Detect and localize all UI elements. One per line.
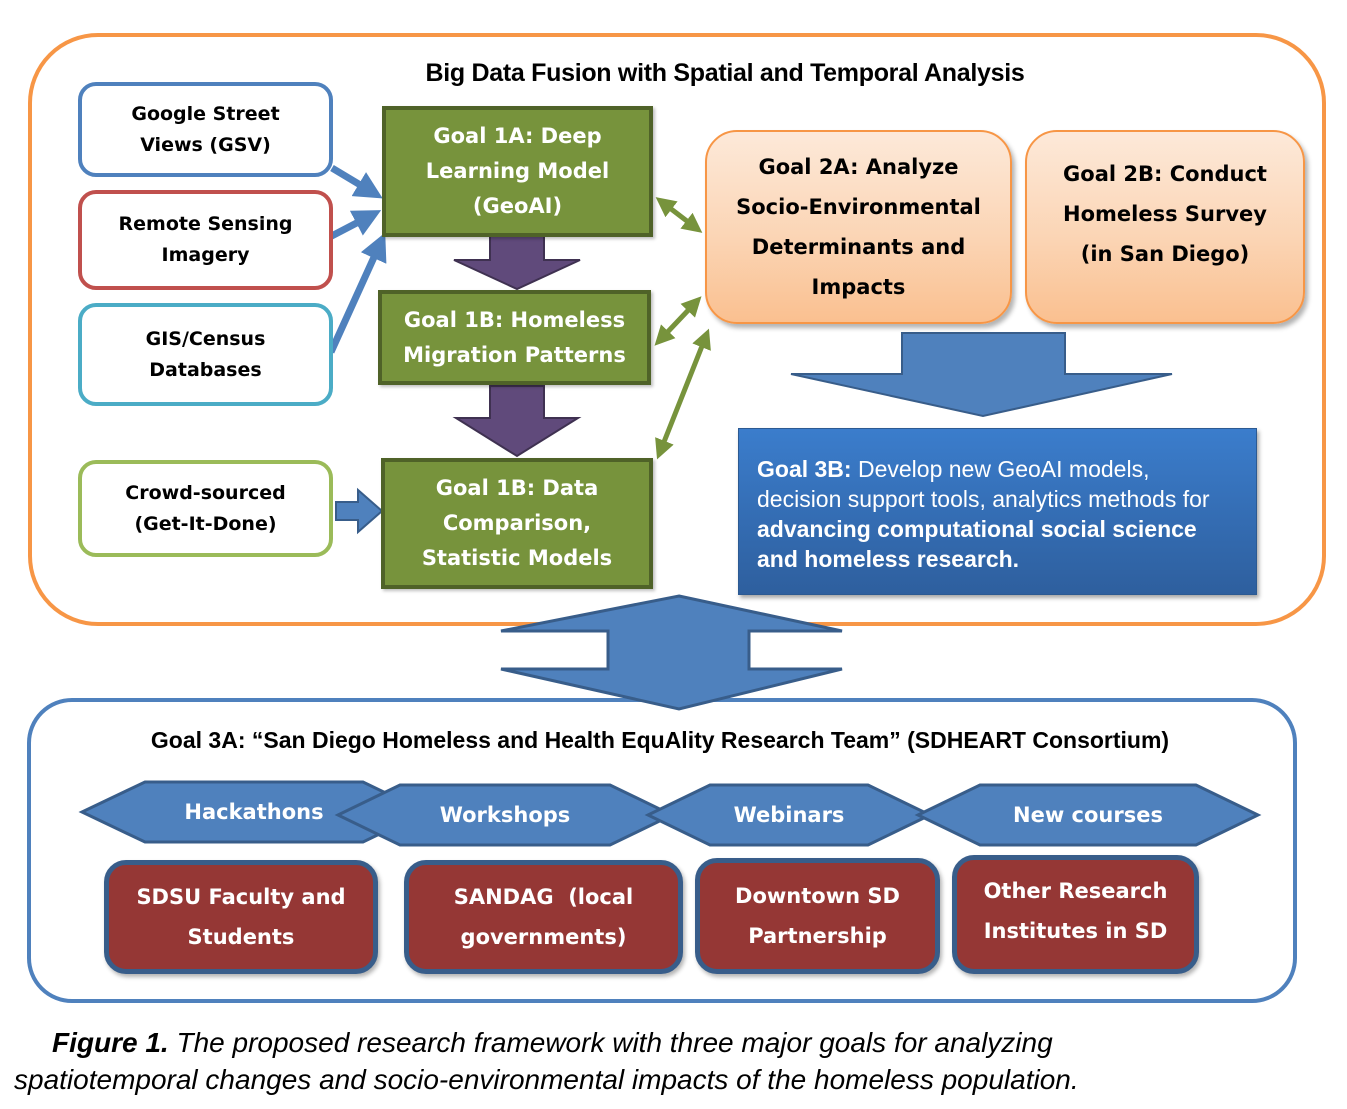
double-arrow-goal1b-goal2a: [654, 296, 702, 346]
arrow-crowdsourced-to-goal1b-data: [335, 487, 384, 535]
caption-line-2: spatiotemporal changes and socio-environ…: [14, 1064, 1079, 1095]
arrow-goal1a-to-goal1b: [453, 235, 581, 291]
goal-line: Migration Patterns: [403, 342, 626, 367]
goal-line: Determinants and: [751, 235, 966, 259]
activity-label-webinars: Webinars: [733, 803, 845, 827]
source-label-line1: Crowd-sourced: [125, 481, 286, 504]
source-label-line2: Databases: [149, 358, 262, 381]
big-data-fusion-title: Big Data Fusion with Spatial and Tempora…: [425, 58, 1025, 87]
goal-3b-emphasis: advancing computational social science a…: [757, 516, 1197, 572]
partner-line: Institutes in SD: [983, 918, 1168, 943]
source-label-line2: (Get-It-Done): [134, 512, 277, 535]
goal-3b-text: Develop new GeoAI models, decision suppo…: [757, 456, 1210, 512]
goal-line: Goal 1A: Deep: [433, 124, 602, 148]
source-label-line1: Google Street: [131, 102, 280, 125]
source-label-line1: Remote Sensing: [118, 213, 293, 235]
goal-line: Goal 1B: Homeless: [403, 307, 626, 332]
activity-hexagon-new-courses: [914, 783, 1262, 847]
goal-line: Goal 2A: Analyze: [758, 155, 959, 179]
double-arrow-goal1b-data-goal2a: [655, 328, 711, 460]
partner-line: governments): [460, 925, 627, 949]
double-arrow-goal1a-goal2a: [655, 197, 703, 233]
goal-line: Statistic Models: [421, 546, 613, 570]
partner-line: SANDAG (local: [453, 885, 634, 909]
arrow-gis-to-goal1a: [327, 232, 387, 354]
arrow-between-sections: [500, 594, 843, 711]
goal-3a-title: Goal 3A: “San Diego Homeless and Health …: [150, 726, 1170, 753]
partner-line: Downtown SD: [735, 884, 900, 908]
partner-sandag: SANDAG (local governments): [404, 860, 683, 974]
goal-line: Homeless Survey: [1063, 202, 1267, 226]
figure-label: Figure 1.: [52, 1027, 169, 1058]
activity-label-workshops: Workshops: [439, 803, 571, 827]
arrow-goal1b-to-goal1b-data: [452, 385, 582, 458]
goal-line: Socio-Environmental: [736, 195, 981, 219]
activity-label-hackathons: Hackathons: [184, 800, 324, 824]
goal-line: (GeoAI): [472, 194, 563, 218]
goal-3b-label: Goal 3B:: [757, 456, 852, 482]
source-label-line2: Views (GSV): [140, 133, 271, 156]
arrow-goal2-to-goal3b: [790, 332, 1173, 418]
partner-line: Students: [187, 925, 295, 949]
source-label-line1: GIS/Census: [145, 327, 266, 350]
goal-3b-box: Goal 3B: Develop new GeoAI models, decis…: [738, 428, 1257, 595]
partner-line: SDSU Faculty and: [136, 885, 346, 909]
figure-caption: Figure 1. The proposed research framewor…: [14, 1024, 1334, 1098]
goal-line: Goal 2B: Conduct: [1063, 162, 1267, 186]
partner-line: Other Research: [983, 878, 1168, 903]
partner-line: Partnership: [748, 924, 887, 948]
goal-line: Goal 1B: Data: [435, 476, 599, 500]
activity-label-new-courses: New courses: [1013, 803, 1163, 827]
goal-line: Comparison,: [442, 511, 592, 535]
partner-downtown-sd: Downtown SD Partnership: [695, 858, 940, 974]
goal-line: (in San Diego): [1080, 242, 1250, 266]
goal-line: Impacts: [811, 275, 906, 299]
goal-line: Learning Model: [425, 159, 610, 183]
arrow-gsv-to-goal1a: [330, 164, 383, 199]
source-crowd-sourced: Crowd-sourced (Get-It-Done): [78, 460, 333, 557]
caption-line-1: The proposed research framework with thr…: [168, 1027, 1053, 1058]
source-label-line2: Imagery: [161, 244, 250, 266]
